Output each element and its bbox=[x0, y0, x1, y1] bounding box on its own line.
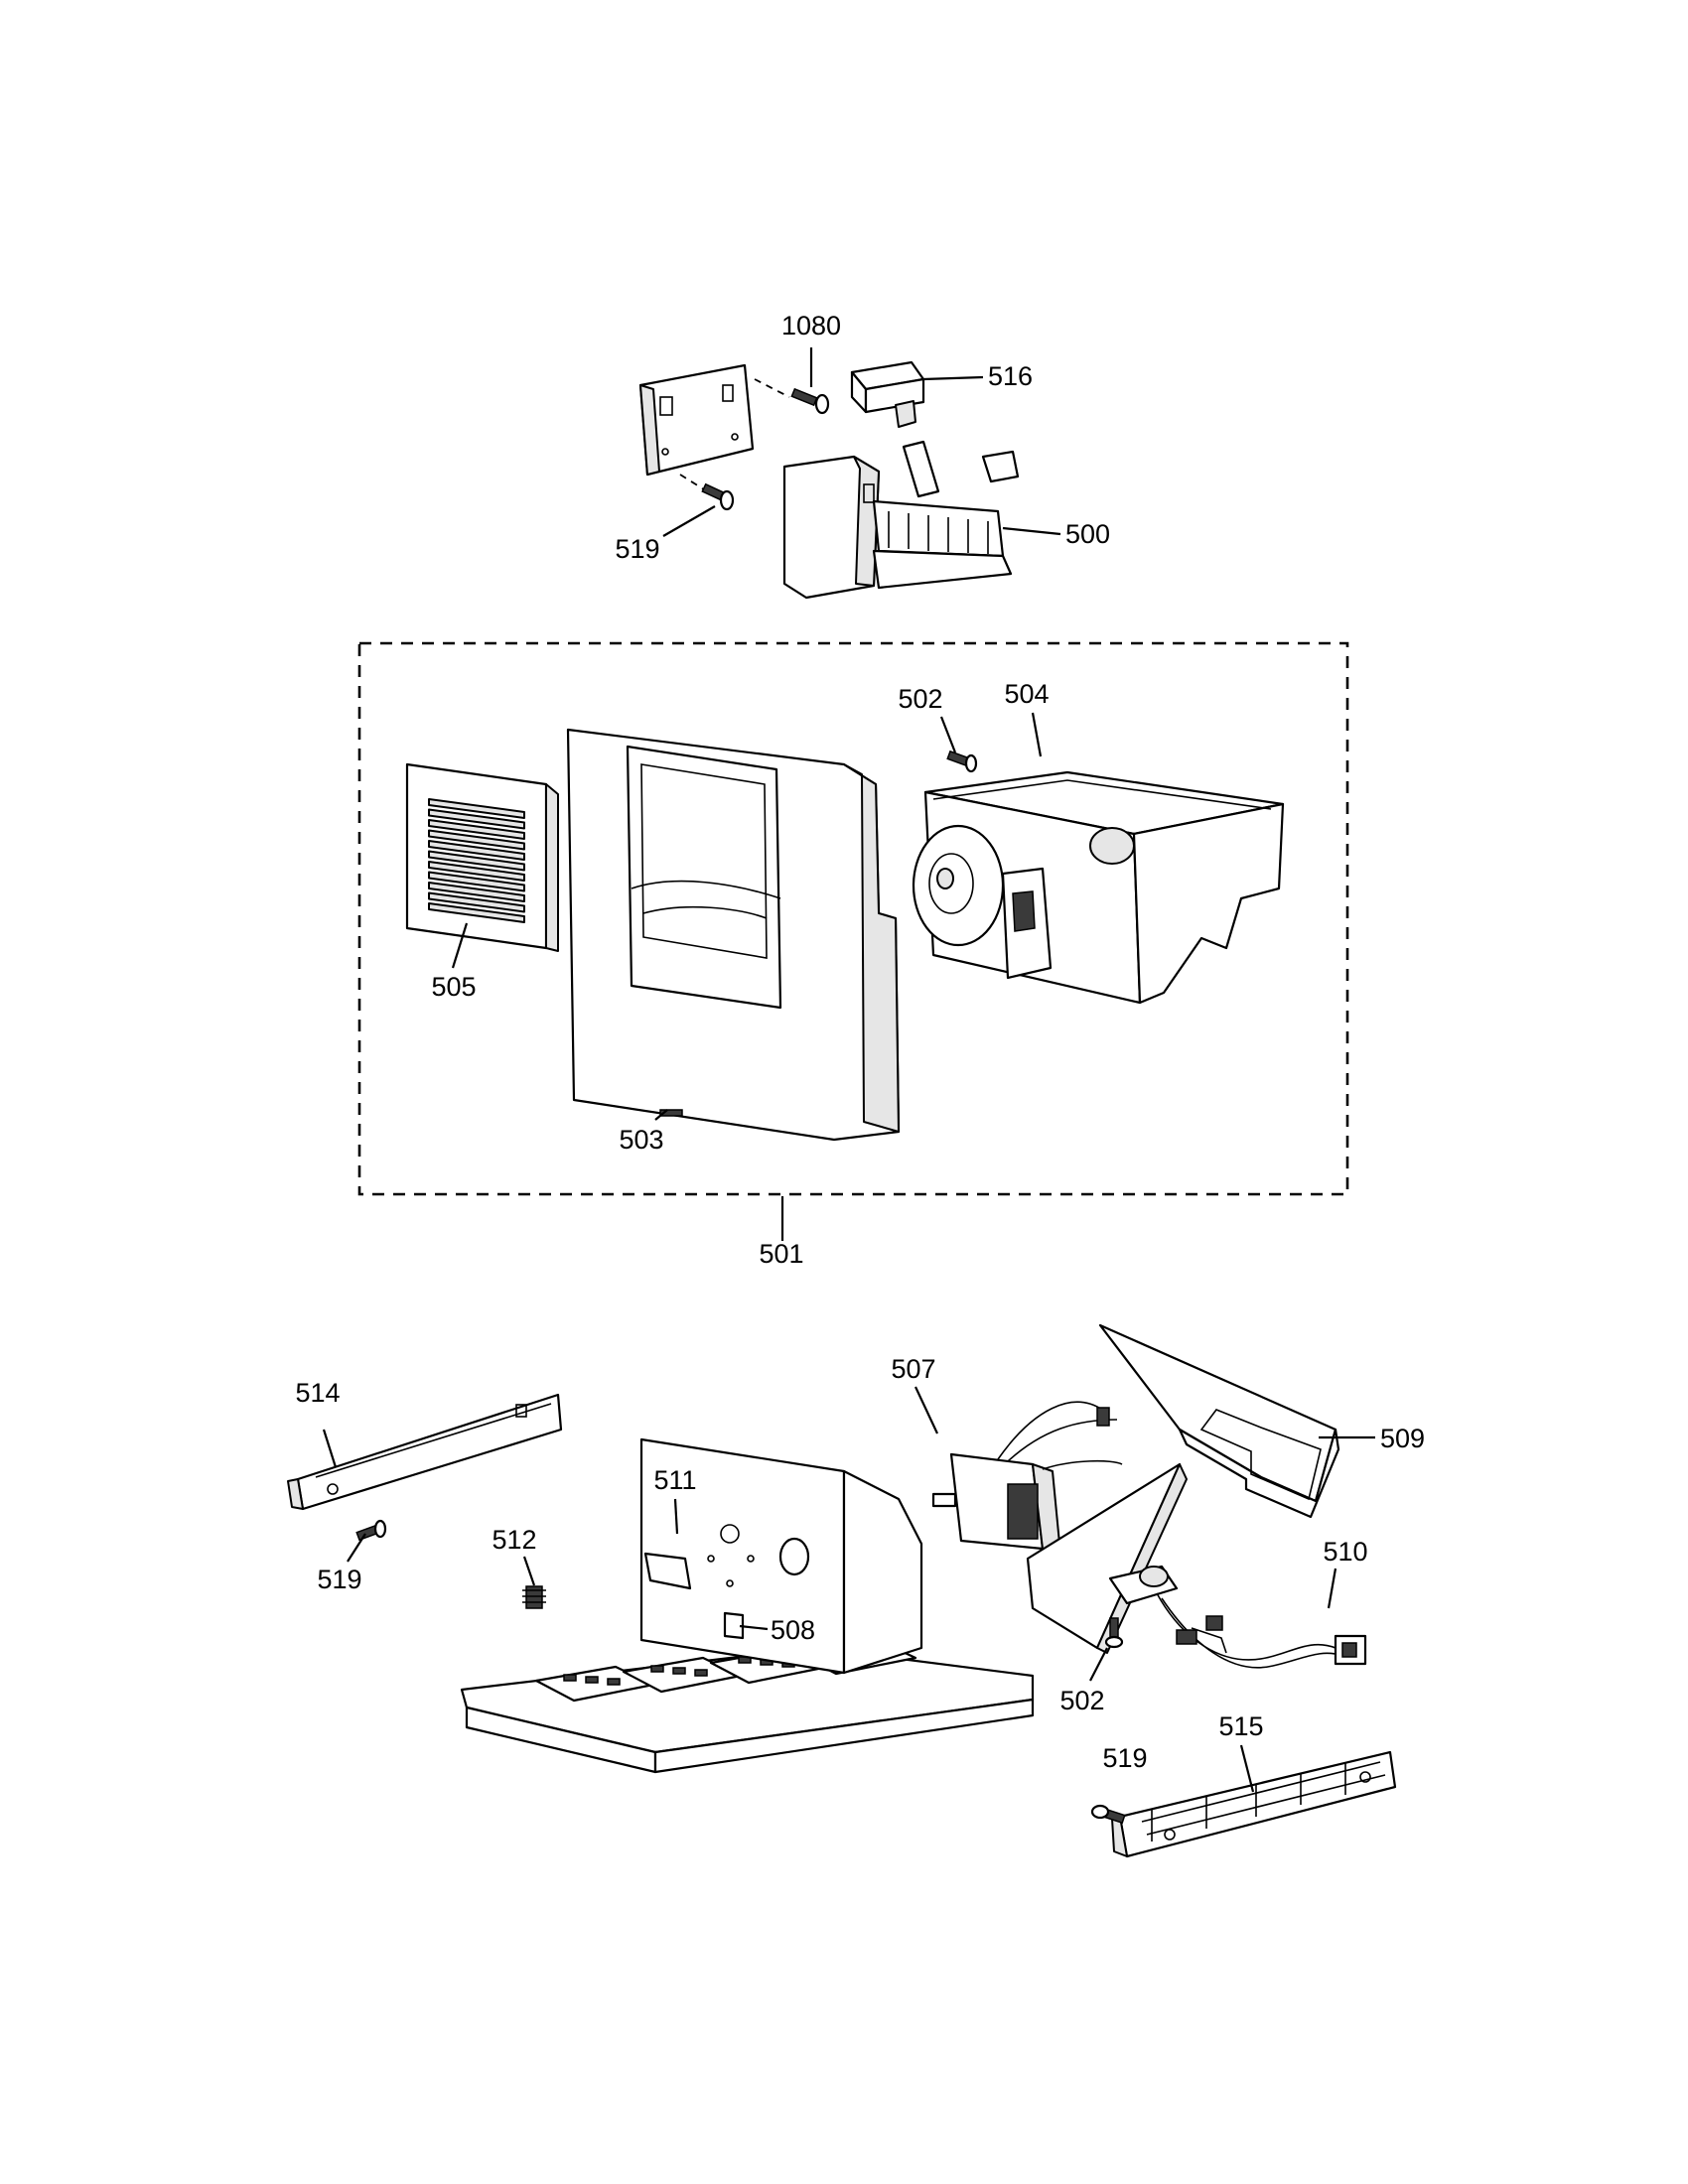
callout-507: 507 bbox=[891, 1354, 935, 1384]
base-vent-slot bbox=[672, 1667, 686, 1675]
deflector-plate bbox=[1026, 1462, 1188, 1654]
grille-slat bbox=[428, 808, 525, 830]
callout-500: 500 bbox=[1065, 519, 1110, 549]
grille-slat bbox=[428, 861, 525, 882]
grille-slat bbox=[428, 798, 525, 819]
bracket-screw-1080 bbox=[754, 378, 830, 415]
grille-slat bbox=[428, 902, 525, 923]
assembly-501-boundary bbox=[357, 641, 1349, 1196]
screw-519-right bbox=[1090, 1804, 1126, 1825]
callout-508: 508 bbox=[771, 1615, 815, 1645]
grille-slat bbox=[428, 871, 525, 892]
callout-503: 503 bbox=[619, 1125, 663, 1155]
base-assembly bbox=[460, 1437, 1035, 1774]
grille-slat bbox=[428, 829, 525, 851]
base-vent-slot bbox=[585, 1676, 599, 1684]
callout-519-left: 519 bbox=[317, 1565, 361, 1594]
base-vent-slot bbox=[563, 1674, 577, 1682]
callout-1080: 1080 bbox=[781, 311, 841, 341]
callout-519-right: 519 bbox=[1102, 1743, 1147, 1773]
auger-motor-507 bbox=[931, 1401, 1123, 1555]
front-cover-503 bbox=[566, 728, 901, 1142]
grille-slat bbox=[428, 882, 525, 902]
grille-slat bbox=[428, 819, 525, 840]
grille-505 bbox=[405, 762, 559, 952]
base-vent-slot bbox=[650, 1665, 664, 1673]
leader-lines bbox=[322, 347, 1375, 1793]
callout-514: 514 bbox=[295, 1378, 340, 1408]
mounting-bracket bbox=[638, 363, 755, 477]
callout-515: 515 bbox=[1218, 1711, 1263, 1741]
callout-502-middle: 502 bbox=[898, 684, 942, 714]
callout-512: 512 bbox=[492, 1525, 536, 1555]
bracket-screw-519 bbox=[679, 474, 735, 511]
callout-509: 509 bbox=[1380, 1424, 1425, 1453]
callout-510: 510 bbox=[1323, 1537, 1367, 1567]
callout-501: 501 bbox=[759, 1239, 803, 1269]
harness-510 bbox=[1108, 1565, 1367, 1669]
mounting-screw-512 bbox=[522, 1585, 546, 1609]
fill-cup-516 bbox=[850, 360, 925, 428]
callout-504: 504 bbox=[1004, 679, 1049, 709]
callout-505: 505 bbox=[431, 972, 476, 1002]
callout-516: 516 bbox=[988, 361, 1033, 391]
base-vent-slot bbox=[694, 1669, 708, 1677]
callout-519-top: 519 bbox=[615, 534, 659, 564]
auger-motor bbox=[912, 824, 1053, 980]
screw-519-left bbox=[355, 1519, 387, 1542]
callout-511: 511 bbox=[653, 1465, 696, 1495]
screw-502-top bbox=[946, 750, 978, 773]
grille-slat bbox=[428, 840, 525, 861]
callout-502-bottom: 502 bbox=[1059, 1686, 1104, 1715]
grille-slat bbox=[428, 891, 525, 913]
base-vent-slot bbox=[607, 1678, 621, 1686]
cover-509 bbox=[1098, 1323, 1340, 1519]
trim-514 bbox=[287, 1393, 563, 1511]
trim-515 bbox=[1111, 1750, 1397, 1858]
grille-slat bbox=[428, 850, 525, 872]
icemaker-500 bbox=[782, 440, 1020, 600]
screw-502-bottom bbox=[1104, 1617, 1124, 1649]
